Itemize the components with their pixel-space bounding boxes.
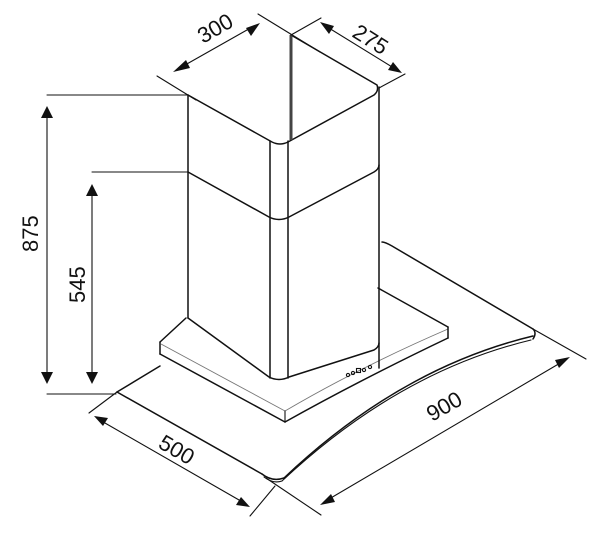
button-icon (350, 370, 356, 376)
dimension-chimney-width: 300 (156, 8, 321, 101)
button-icon (361, 367, 367, 373)
dimension-total-height: 875 (18, 94, 189, 395)
dimension-chimney-height: 545 (65, 171, 189, 384)
control-panel (345, 364, 373, 378)
dimension-label-545: 545 (65, 266, 90, 303)
glass-canopy (116, 241, 536, 483)
hood-body (159, 287, 449, 423)
display-icon (355, 367, 362, 374)
dimension-label-275: 275 (348, 19, 392, 60)
dimension-hood-width: 900 (320, 328, 587, 505)
dimension-chimney-depth: 275 (290, 17, 406, 89)
dimension-label-875: 875 (18, 215, 43, 252)
chimney (187, 34, 380, 381)
dimension-label-900: 900 (422, 386, 466, 426)
dimension-label-300: 300 (193, 8, 237, 48)
button-icon (367, 364, 373, 370)
dimension-label-500: 500 (155, 430, 199, 470)
button-icon (345, 372, 351, 378)
